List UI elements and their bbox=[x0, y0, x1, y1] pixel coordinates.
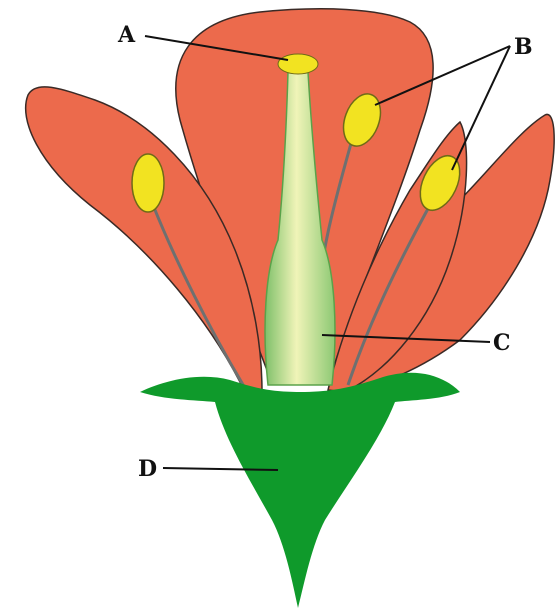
leader-b-2 bbox=[452, 46, 510, 170]
label-c: C bbox=[493, 330, 511, 356]
anther-left bbox=[132, 154, 164, 212]
label-a: A bbox=[117, 22, 136, 48]
sepal bbox=[140, 373, 460, 608]
label-b: B bbox=[514, 34, 533, 60]
label-d: D bbox=[138, 456, 157, 482]
stigma bbox=[278, 54, 318, 74]
